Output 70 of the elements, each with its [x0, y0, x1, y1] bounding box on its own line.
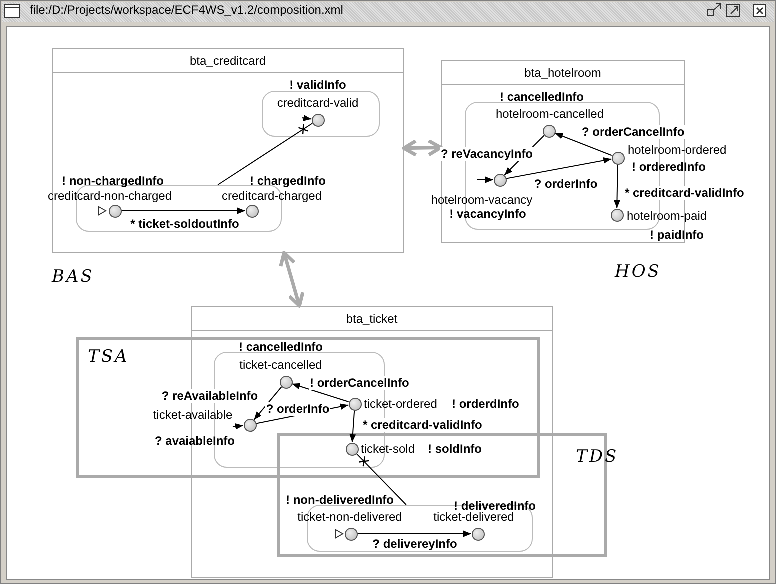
output-label: ! validInfo — [290, 78, 346, 92]
initial-arrow — [302, 115, 312, 122]
state-circle — [494, 174, 506, 186]
state-circle — [108, 204, 122, 218]
output-label: ! vacancyInfo — [450, 207, 526, 221]
state-circle — [344, 528, 358, 540]
edge-label: ! orderCancelInfo — [309, 376, 410, 390]
output-label: ! deliveredInfo — [454, 499, 536, 513]
output-label: ! cancelledInfo — [238, 340, 324, 354]
edge-label: ? reVacancyInfo — [440, 147, 534, 161]
component-label: BAS — [52, 267, 94, 287]
state-label: hotelroom-cancelled — [496, 107, 604, 121]
output-label: ! orderdInfo — [452, 397, 520, 411]
state-label: hotelroom-paid — [627, 209, 708, 223]
connector-arrow — [279, 251, 305, 308]
output-label: ! soldInfo — [428, 442, 482, 456]
state-circle — [246, 204, 258, 218]
connector-arrow — [402, 139, 443, 157]
transition-arrow — [506, 158, 612, 180]
state-circle — [312, 114, 324, 126]
state-label: ticket-ordered — [364, 397, 438, 411]
edge-label: ? delivereyInfo — [372, 537, 458, 551]
state-label: hotelroom-vacancy — [431, 193, 533, 207]
component-label: TSA — [88, 347, 130, 367]
panel-title: bta_hotelroom — [524, 66, 602, 80]
output-label: ? avaiableInfo — [154, 434, 236, 448]
transition-arrow — [254, 386, 282, 420]
component-label: TDS — [576, 447, 619, 467]
transition-arrow — [121, 208, 246, 214]
state-circle — [610, 208, 624, 222]
output-label: ! chargedInfo — [250, 174, 326, 188]
panel-title: bta_creditcard — [188, 54, 268, 68]
state-label: creditcard-non-charged — [48, 189, 172, 203]
transition-arrow — [554, 132, 612, 156]
component-label: HOS — [615, 262, 662, 282]
state-label: hotelroom-ordered — [628, 143, 727, 157]
edge-label: ? orderCancelInfo — [581, 125, 686, 139]
transition-arrow — [614, 164, 620, 209]
state-circle — [280, 376, 292, 388]
panel-title: bta_ticket — [345, 312, 399, 326]
output-label: ! non-deliveredInfo — [286, 493, 394, 507]
edge-label: * creditcard-validInfo — [362, 418, 484, 432]
state-label: creditcard-valid — [277, 96, 359, 110]
output-label: ! orderedInfo — [632, 160, 706, 174]
edge-label: ? orderInfo — [265, 402, 331, 416]
state-circle — [244, 418, 256, 432]
state-label: ticket-cancelled — [240, 358, 322, 372]
edge-label: ? orderInfo — [533, 177, 599, 191]
output-label: ! paidInfo — [650, 228, 704, 242]
edge-label: * ticket-soldoutInfo — [130, 217, 240, 231]
initial-arrow — [476, 176, 494, 184]
transition-arrow — [350, 410, 356, 443]
output-label: ! non-chargedInfo — [62, 174, 164, 188]
window-title: file:/D:/Projects/workspace/ECF4WS_v1.2/composition.xml — [30, 3, 344, 17]
edge-label: * creditcard-validInfo — [624, 186, 746, 200]
state-label: ticket-available — [153, 408, 233, 422]
state-circle — [348, 398, 362, 410]
transition-arrow — [357, 530, 472, 538]
state-label: ticket-delivered — [434, 510, 514, 524]
transition-arrow — [292, 383, 350, 402]
state-label: ticket-non-delivered — [298, 510, 402, 524]
state-circle — [612, 152, 624, 164]
state-circle — [542, 124, 556, 138]
state-circle — [346, 442, 358, 456]
state-label: ticket-sold — [361, 442, 416, 456]
output-label: ! cancelledInfo — [500, 90, 584, 104]
edge-label: ? reAvailableInfo — [160, 389, 260, 403]
state-circle — [472, 528, 484, 540]
state-label: creditcard-charged — [222, 189, 322, 203]
initial-arrow — [232, 424, 244, 430]
